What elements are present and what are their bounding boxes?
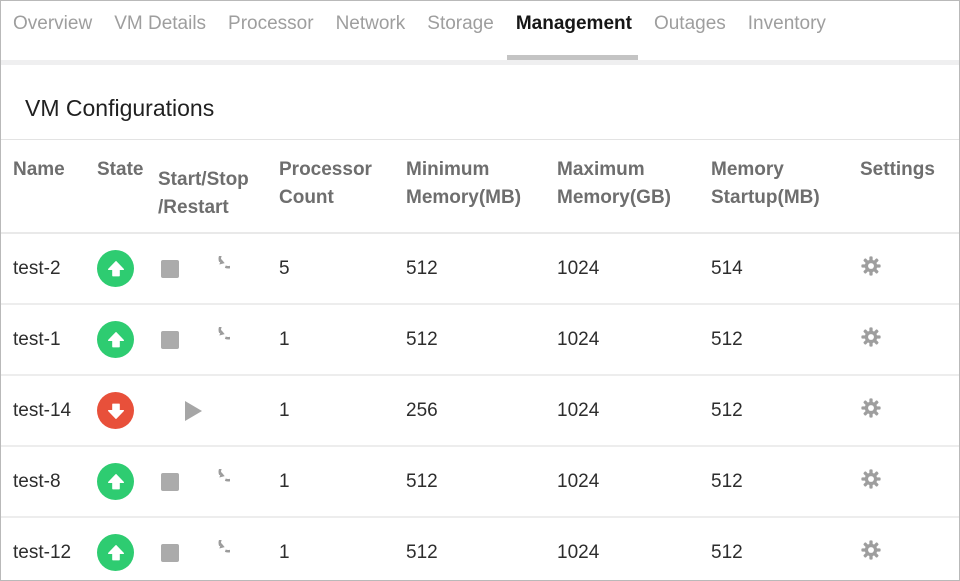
memory-startup: 512 [711, 328, 743, 350]
tab-overview[interactable]: Overview [13, 13, 93, 34]
processor-count: 1 [279, 399, 290, 421]
settings-cell [856, 326, 947, 354]
vm-name: test-12 [13, 541, 72, 563]
state-cell [91, 534, 158, 571]
vm-name: test-2 [13, 257, 61, 279]
settings-cell [856, 255, 947, 283]
min-memory: 256 [406, 399, 438, 421]
header-processor: Processor Count [279, 159, 372, 208]
table-header-row: Name State Start/Stop /Restart Processor… [1, 140, 959, 234]
up-arrow-icon [107, 260, 124, 276]
header-memory-startup: Memory Startup(MB) [711, 159, 820, 208]
stop-button[interactable] [161, 259, 179, 278]
memory-startup: 512 [711, 541, 743, 563]
max-memory: 1024 [557, 257, 600, 279]
up-arrow-icon [107, 544, 124, 560]
play-icon [185, 400, 202, 421]
gear-icon [861, 539, 881, 560]
vm-name: test-8 [13, 470, 61, 492]
state-up-icon [97, 321, 134, 358]
processor-count: 5 [279, 257, 290, 279]
gear-icon [861, 397, 881, 418]
min-memory: 512 [406, 541, 438, 563]
min-memory: 512 [406, 470, 438, 492]
min-memory: 512 [406, 257, 438, 279]
vm-controls [158, 398, 279, 424]
settings-cell [856, 539, 947, 567]
restart-button[interactable] [205, 256, 230, 281]
table-row: test-2 5 512 1024 514 [1, 234, 959, 305]
settings-button[interactable] [860, 255, 882, 277]
gear-icon [861, 255, 881, 276]
restart-button[interactable] [205, 469, 230, 494]
processor-count: 1 [279, 470, 290, 492]
tab-outages[interactable]: Outages [653, 13, 726, 34]
state-cell [91, 250, 158, 287]
settings-button[interactable] [860, 539, 882, 561]
tab-storage[interactable]: Storage [427, 13, 494, 34]
gear-icon [861, 326, 881, 347]
tab-management[interactable]: Management [506, 13, 639, 60]
vm-controls [158, 327, 279, 352]
restart-icon [218, 327, 230, 340]
restart-icon [218, 469, 230, 482]
header-state: State [97, 159, 144, 180]
stop-button[interactable] [161, 543, 179, 562]
page-title: VM Configurations [25, 95, 215, 121]
max-memory: 1024 [557, 541, 600, 563]
state-down-icon [97, 392, 134, 429]
tab-processor[interactable]: Processor [228, 13, 314, 34]
down-arrow-icon [107, 403, 124, 419]
up-arrow-icon [107, 331, 124, 347]
up-arrow-icon [107, 473, 124, 489]
memory-startup: 512 [711, 399, 743, 421]
tab-inventory[interactable]: Inventory [747, 13, 826, 34]
vm-name: test-14 [13, 399, 72, 421]
header-min-memory: Minimum Memory(MB) [406, 159, 522, 208]
table-row: test-8 1 512 1024 512 [1, 447, 959, 518]
state-up-icon [97, 463, 134, 500]
section-header: VM Configurations [1, 65, 959, 140]
stop-button[interactable] [161, 472, 179, 491]
tab-bar: Overview VM Details Processor Network St… [1, 1, 959, 65]
settings-cell [856, 468, 947, 496]
header-max-memory: Maximum Memory(GB) [557, 159, 672, 208]
gear-icon [861, 468, 881, 489]
header-name: Name [13, 159, 65, 180]
state-cell [91, 321, 158, 358]
restart-icon [218, 256, 230, 269]
table-row: test-12 1 512 1024 512 [1, 518, 959, 580]
header-settings: Settings [860, 159, 935, 180]
settings-button[interactable] [860, 397, 882, 419]
start-button[interactable] [180, 398, 204, 424]
restart-button[interactable] [205, 540, 230, 565]
settings-button[interactable] [860, 326, 882, 348]
state-cell [91, 463, 158, 500]
tab-network[interactable]: Network [335, 13, 406, 34]
settings-button[interactable] [860, 468, 882, 490]
header-start-stop: Start/Stop /Restart [158, 169, 249, 218]
memory-startup: 512 [711, 470, 743, 492]
stop-button[interactable] [161, 330, 179, 349]
restart-icon [218, 540, 230, 553]
min-memory: 512 [406, 328, 438, 350]
vm-controls [158, 256, 279, 281]
memory-startup: 514 [711, 257, 743, 279]
processor-count: 1 [279, 541, 290, 563]
table-row: test-14 1 256 1024 512 [1, 376, 959, 447]
tab-vm-details[interactable]: VM Details [114, 13, 207, 34]
state-up-icon [97, 250, 134, 287]
vm-name: test-1 [13, 328, 61, 350]
processor-count: 1 [279, 328, 290, 350]
max-memory: 1024 [557, 328, 600, 350]
max-memory: 1024 [557, 470, 600, 492]
max-memory: 1024 [557, 399, 600, 421]
vm-controls [158, 469, 279, 494]
state-cell [91, 392, 158, 429]
table-row: test-1 1 512 1024 512 [1, 305, 959, 376]
settings-cell [856, 397, 947, 425]
state-up-icon [97, 534, 134, 571]
restart-button[interactable] [205, 327, 230, 352]
vm-controls [158, 540, 279, 565]
